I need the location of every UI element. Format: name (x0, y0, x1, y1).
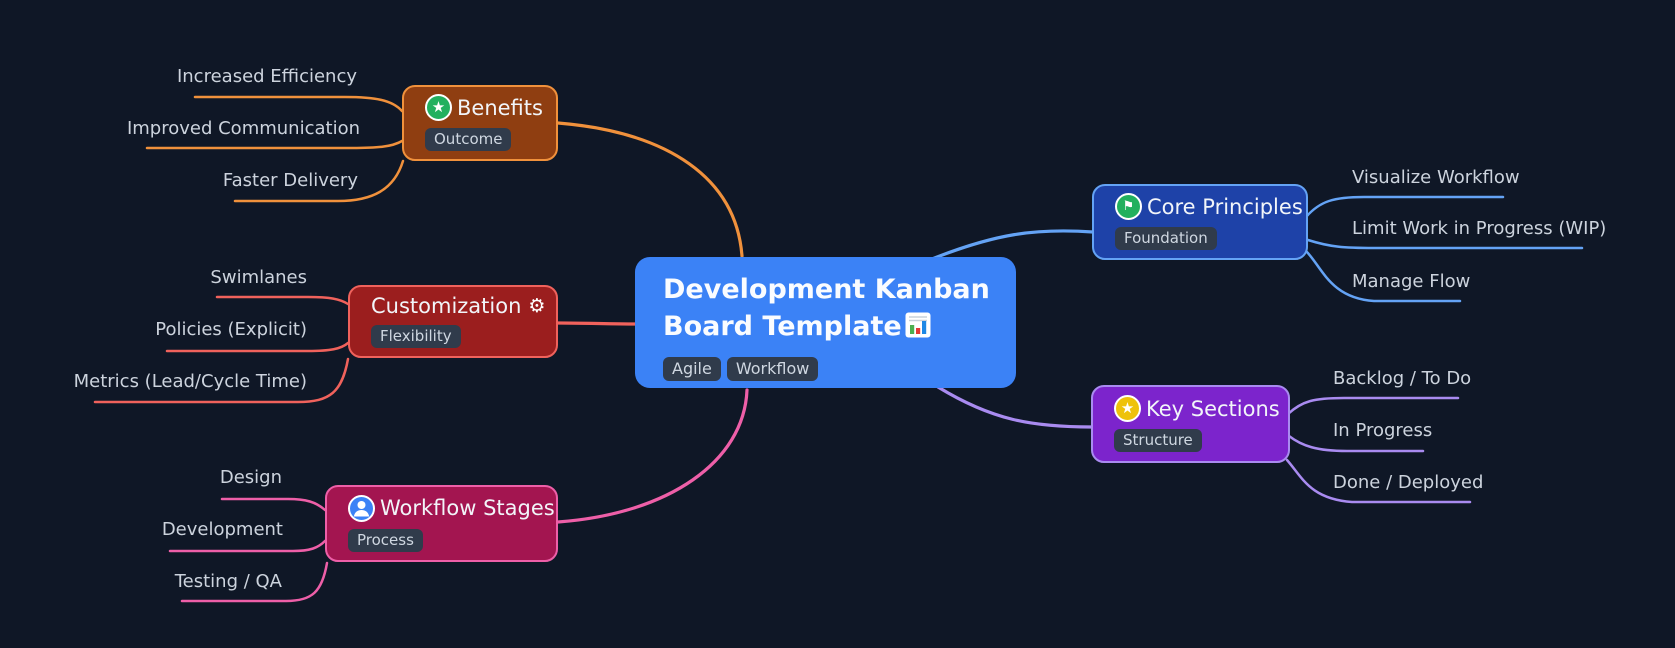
leafline-done-deployed (1285, 458, 1472, 504)
leafline-swimlanes (215, 295, 350, 306)
leaf-backlog-to-do[interactable]: Backlog / To Do (1333, 368, 1472, 389)
edge-workflow-stages (556, 388, 749, 524)
key-sections-title: Key Sections (1146, 396, 1280, 421)
tag-workflow: Workflow (726, 357, 819, 381)
leafline-metrics (93, 357, 350, 404)
core-principles-tag: Foundation (1115, 227, 1217, 250)
leafline-backlog-todo (1286, 396, 1460, 416)
leaf-visualize-workflow[interactable]: Visualize Workflow (1352, 167, 1520, 188)
leafline-faster-delivery (233, 159, 405, 203)
leafline-visualize-workflow (1304, 195, 1505, 219)
leaf-done-deployed[interactable]: Done / Deployed (1333, 472, 1484, 493)
leaf-swimlanes[interactable]: Swimlanes (210, 267, 307, 288)
leafline-policies (165, 341, 350, 353)
workflow-stages-tag: Process (348, 528, 423, 552)
leaf-limit-work-in-progress[interactable]: Limit Work in Progress (WIP) (1352, 218, 1607, 239)
star-badge-green-icon: ★ (425, 94, 452, 121)
benefits-tag: Outcome (425, 128, 512, 151)
leaf-manage-flow[interactable]: Manage Flow (1352, 271, 1471, 292)
edge-customization (556, 321, 638, 326)
benefits-title: Benefits (457, 95, 543, 120)
customization-node[interactable]: Customization ⚙ Flexibility (348, 285, 558, 358)
core-principles-title: Core Principles (1147, 194, 1303, 219)
star-badge-yellow-icon: ★ (1114, 395, 1141, 422)
leafline-design (220, 497, 327, 512)
leaf-policies-explicit[interactable]: Policies (Explicit) (155, 319, 307, 340)
workflow-stages-node[interactable]: Workflow Stages Process (325, 485, 558, 562)
edge-benefits (556, 121, 744, 258)
leaf-increased-efficiency[interactable]: Increased Efficiency (176, 66, 357, 87)
edge-key-sections (936, 385, 1094, 429)
leaf-design[interactable]: Design (219, 467, 282, 488)
bar-chart-icon (904, 311, 932, 349)
key-sections-node[interactable]: ★ Key Sections Structure (1091, 385, 1290, 463)
leafline-in-progress (1287, 434, 1425, 453)
root-tags: Agile Workflow (663, 357, 992, 381)
benefits-node[interactable]: ★ Benefits Outcome (402, 85, 558, 161)
leaf-improved-communication[interactable]: Improved Communication (126, 118, 360, 139)
leaf-development[interactable]: Development (161, 519, 283, 540)
customization-title: Customization (371, 294, 522, 318)
leafline-increased-efficiency (193, 95, 404, 113)
leafline-testing-qa (180, 561, 329, 603)
leafline-manage-flow (1304, 249, 1462, 303)
edge-core-principles (930, 229, 1095, 261)
key-sections-tag: Structure (1114, 429, 1202, 452)
core-principles-node[interactable]: ⚑ Core Principles Foundation (1092, 184, 1308, 260)
leafline-limit-wip (1306, 238, 1584, 250)
person-badge-blue-icon (348, 494, 375, 522)
leaf-faster-delivery[interactable]: Faster Delivery (222, 170, 358, 191)
leafline-development (168, 539, 327, 553)
tag-agile: Agile (663, 357, 721, 381)
gear-icon: ⚙ (528, 295, 546, 317)
root-title: Development Kanban Board Template (663, 271, 993, 349)
leaf-metrics-lead-cycle-time[interactable]: Metrics (Lead/Cycle Time) (73, 371, 307, 392)
customization-tag: Flexibility (371, 325, 461, 348)
leaf-testing-qa[interactable]: Testing / QA (174, 571, 282, 592)
root-node[interactable]: Development Kanban Board Template Agile … (635, 257, 1016, 388)
leaf-in-progress[interactable]: In Progress (1333, 420, 1433, 441)
leafline-improved-communication (145, 139, 404, 150)
workflow-stages-title: Workflow Stages (380, 496, 555, 520)
flag-badge-green-icon: ⚑ (1115, 193, 1142, 220)
